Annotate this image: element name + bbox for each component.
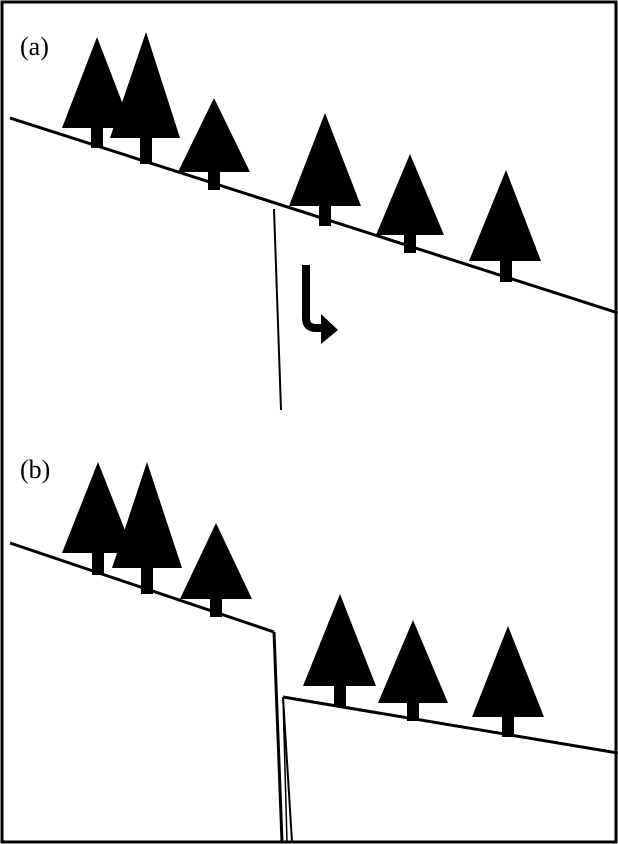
tree-icon <box>62 462 134 575</box>
tree-icon <box>110 32 180 164</box>
tree-icon <box>178 98 250 190</box>
fault-line <box>273 208 282 411</box>
tree-icon <box>289 113 361 226</box>
panel-a-label: (a) <box>20 32 49 61</box>
panel-b: (b) <box>9 455 618 843</box>
fault-plane-inner <box>282 696 288 843</box>
panel-b-label: (b) <box>20 455 50 484</box>
slip-arrow-icon <box>302 265 338 344</box>
tree-icon <box>303 594 376 706</box>
tree-icon <box>378 620 448 721</box>
panel-a: (a) <box>9 32 618 411</box>
tree-icon <box>112 462 182 594</box>
ground-surface <box>9 116 618 315</box>
fault-plane <box>282 696 293 843</box>
fault-scarp <box>272 631 284 843</box>
tree-icon <box>472 626 544 737</box>
tree-icon <box>180 523 252 617</box>
downthrown-ground-surface <box>282 695 618 755</box>
tree-icon <box>469 170 541 282</box>
tree-icon <box>376 154 444 253</box>
tree-icon <box>62 37 132 148</box>
